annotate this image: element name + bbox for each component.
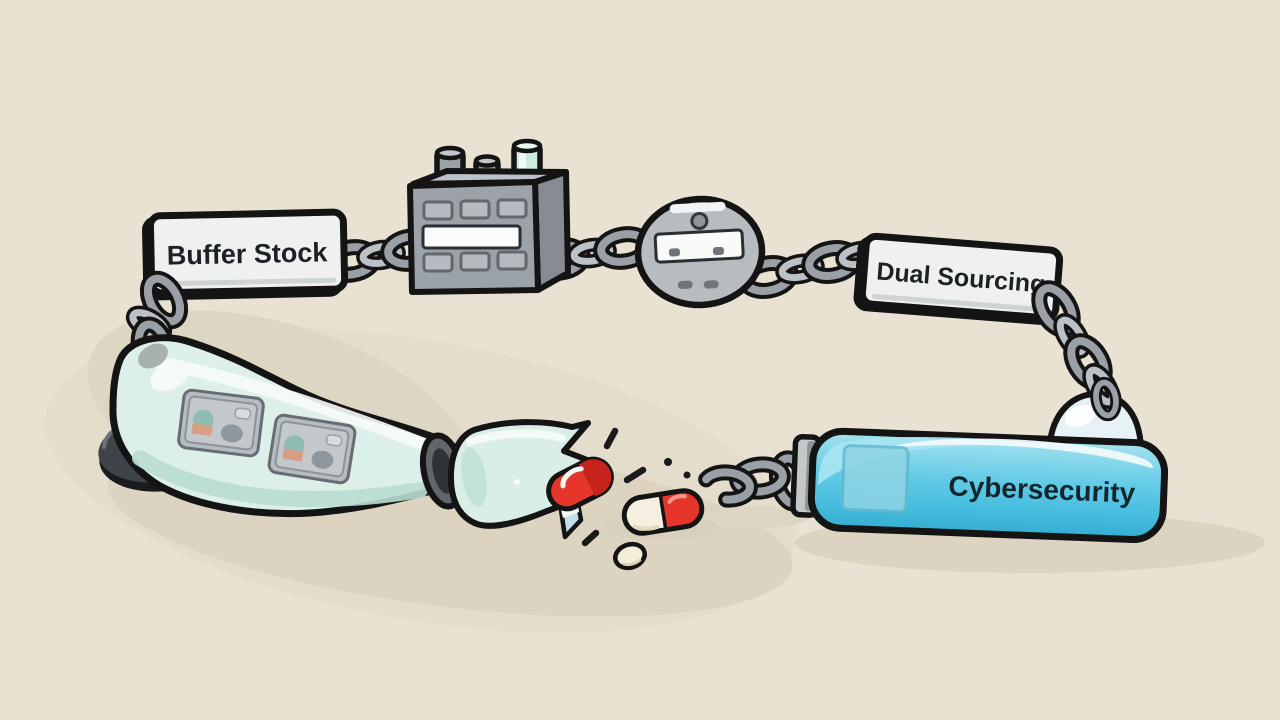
disc-dot — [712, 246, 725, 256]
tag-face — [146, 208, 349, 297]
factory-band — [421, 224, 522, 250]
capsule-pill-shade — [632, 524, 660, 531]
blister-panel-icon — [176, 387, 266, 459]
glass-tube-capsule — [109, 334, 467, 518]
shadow-chain — [705, 506, 809, 528]
blister-panel-icon — [266, 412, 358, 486]
factory-window — [459, 251, 491, 272]
disc-rivet — [690, 211, 709, 230]
blue-capsule: Cybersecurity — [790, 427, 1169, 544]
factory-window — [422, 252, 454, 273]
tube-inner-shade — [132, 450, 428, 508]
burst-dot — [683, 471, 691, 479]
red-pill-shade — [578, 459, 612, 497]
buffer-stock-tag: Buffer Stock — [142, 208, 349, 301]
buffer-stock-label: Buffer Stock — [166, 237, 328, 270]
tube-cap-shadow — [138, 343, 168, 369]
tag-shading — [871, 293, 1047, 313]
chain-segment-broken — [696, 456, 809, 508]
factory-windows — [422, 198, 528, 273]
factory-window — [459, 199, 491, 220]
red-white-capsule-pill — [621, 488, 705, 536]
disc-band — [653, 228, 745, 264]
round-pill-shade — [622, 558, 642, 567]
cybersecurity-label: Cybersecurity — [948, 470, 1136, 508]
burst-dot — [664, 458, 672, 466]
capsule-glare — [886, 438, 1153, 469]
dual-sourcing-tag: Dual Sourcing — [853, 232, 1064, 325]
burst-dashes — [581, 427, 691, 547]
capsule-pill-seam — [658, 493, 668, 531]
open-chain-link-icon — [696, 464, 758, 508]
disc-dash — [677, 280, 693, 290]
burst-dash — [603, 427, 619, 450]
factory-window — [496, 198, 528, 219]
factory-block — [407, 138, 571, 295]
broken-piece-opening — [461, 447, 487, 507]
capsule-panel — [840, 444, 910, 514]
metal-disc-tag — [634, 195, 766, 309]
capsule-pill-glare — [667, 494, 687, 504]
disc-dot — [668, 248, 681, 257]
factory-window — [422, 200, 454, 221]
dome-glare — [1064, 405, 1096, 427]
disc-dash — [703, 280, 719, 289]
red-pill-glare — [560, 466, 584, 489]
tube-bulb-glare — [150, 360, 190, 392]
glass-sparkle — [514, 479, 520, 485]
factory-window — [496, 250, 528, 271]
red-pill — [546, 456, 614, 512]
tag-shading — [161, 277, 337, 287]
broken-piece-glare — [466, 429, 566, 446]
capsule-pill-outline — [621, 488, 705, 536]
small-round-pill — [613, 541, 647, 571]
disc-highlight — [669, 201, 726, 214]
burst-dash — [623, 466, 647, 484]
burst-dash — [581, 529, 600, 547]
